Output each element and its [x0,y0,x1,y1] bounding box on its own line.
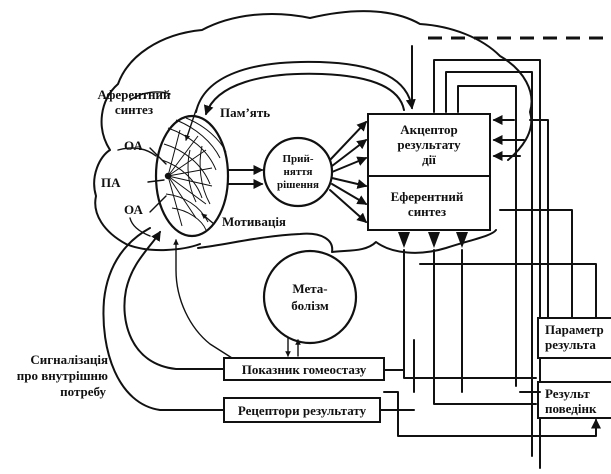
result-box [537,381,611,419]
label-receptors: Рецептори результату [238,403,367,418]
label-decision-1: Прий- [282,153,313,165]
feedback-connections [102,227,601,437]
label-efferent-2: синтез [408,204,446,219]
label-metabolism-1: Мета- [292,281,327,296]
output-triangles [398,232,468,248]
label-motivation: Мотивація [222,214,286,229]
label-oa-top: ОА [124,138,143,153]
label-metabolism-2: болізм [291,298,329,313]
label-parameters-2: результа [545,337,596,352]
memory-motivation-core [154,114,230,238]
label-decision-2: няття [284,166,313,178]
label-signal-2: про внутрішню [17,368,108,383]
label-acceptor-2: результату [397,137,461,152]
label-afferent-2: синтез [115,102,153,117]
triangle-output-lines [403,249,597,405]
label-homeostasis: Показник гомеостазу [242,362,367,377]
acceptor-efferent-box [367,113,491,231]
label-memory: Пам’ять [220,105,270,120]
label-acceptor-3: дії [422,152,436,167]
label-pa: ПА [101,175,121,190]
metabolism-circle [262,249,358,345]
label-signal-3: потребу [60,384,106,399]
efferent-right-line [499,209,573,319]
label-efferent-1: Еферентний [391,189,464,204]
label-afferent-1: Аферентний [97,87,171,102]
label-result-2: поведінк [545,401,597,416]
decision-fan-arrows [329,120,368,223]
label-parameters-1: Параметр [545,322,604,337]
label-oa-bottom: ОА [124,202,143,217]
label-signal-1: Сигналізація [30,352,108,367]
parameters-box [537,317,611,359]
label-acceptor-1: Акцептор [400,122,458,137]
right-feedback-line [529,119,549,321]
receptors-box [223,397,381,423]
afferent-inputs [147,109,215,227]
label-result-1: Результ [545,386,590,401]
label-decision-3: рішення [277,179,319,191]
